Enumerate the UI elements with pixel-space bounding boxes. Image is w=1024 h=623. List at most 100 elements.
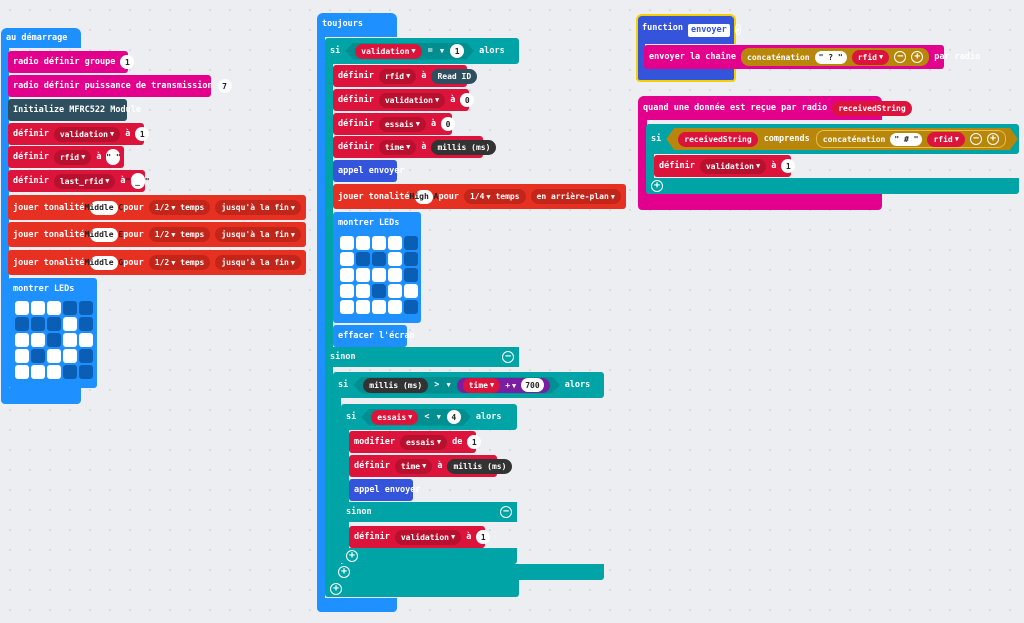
received-string-var[interactable]: receivedString <box>678 132 757 147</box>
if-validation-block[interactable]: si validation▼ = ▼ 1 alors <box>325 38 519 64</box>
clear-screen-block[interactable]: effacer l'écran <box>333 325 415 347</box>
radio-set-group-block[interactable]: radio définir groupe 1 <box>8 51 135 73</box>
led-off[interactable] <box>31 349 45 363</box>
var-dropdown[interactable]: validation▼ <box>53 126 121 142</box>
if-comprends-block[interactable]: si receivedString comprends concaténatio… <box>646 124 1024 154</box>
led-on[interactable] <box>31 365 45 379</box>
value-input[interactable]: 1 <box>450 44 464 58</box>
if-validation-footer[interactable]: + <box>325 580 519 597</box>
set-rfid-readid-block[interactable]: définir rfid▼ à Read ID <box>333 65 478 87</box>
beat-dropdown[interactable]: 1/2▼ temps <box>148 255 211 270</box>
remove-else-icon[interactable]: − <box>502 351 514 363</box>
value-input[interactable]: 0 <box>460 93 475 107</box>
string-input[interactable]: " _ " <box>125 173 150 189</box>
on-received-hat[interactable]: quand une donnée est reçue par radio rec… <box>638 96 912 120</box>
led-on[interactable] <box>340 236 354 250</box>
led-off[interactable] <box>15 317 29 331</box>
radio-set-power-block[interactable]: radio définir puissance de transmission … <box>8 75 232 97</box>
var-dropdown[interactable]: validation▼ <box>355 44 421 59</box>
add-else-icon[interactable]: + <box>338 566 350 578</box>
mode-dropdown[interactable]: jusqu'à la fin▼ <box>215 200 301 215</box>
else-row[interactable]: sinon − <box>341 502 517 522</box>
play-tone-c-block[interactable]: jouer tonalité Middle C pour 1/2▼ temps … <box>8 195 306 220</box>
operator-dropdown[interactable]: > ▼ <box>434 380 450 390</box>
value-input[interactable]: 1 <box>467 435 482 449</box>
plus-icon[interactable]: + <box>911 51 924 63</box>
set-rfid-block[interactable]: définir rfid▼ à " " <box>8 146 124 168</box>
var-dropdown[interactable]: time▼ <box>394 458 433 474</box>
if-essais-block[interactable]: si essais▼ < ▼ 4 alors <box>341 404 517 430</box>
add-else-icon[interactable]: + <box>346 550 358 562</box>
function-name-input[interactable]: envoyer <box>687 24 730 37</box>
led-off[interactable] <box>79 365 93 379</box>
var-dropdown[interactable]: rfid▼ <box>851 49 890 65</box>
value-input[interactable]: 0 <box>441 117 456 131</box>
mode-dropdown[interactable]: jusqu'à la fin▼ <box>215 255 301 270</box>
led-on[interactable] <box>63 333 77 347</box>
var-dropdown[interactable]: rfid▼ <box>53 149 92 165</box>
add-expression[interactable]: time▼ +▼ 700 <box>457 378 550 393</box>
if-essais-footer[interactable]: + <box>341 548 517 564</box>
led-on[interactable] <box>388 268 402 282</box>
remove-else-icon[interactable]: − <box>500 506 512 518</box>
led-off[interactable] <box>79 317 93 331</box>
led-off[interactable] <box>404 300 418 314</box>
led-on[interactable] <box>356 268 370 282</box>
led-off[interactable] <box>404 252 418 266</box>
received-string-param[interactable]: receivedString <box>832 100 912 116</box>
change-essais-block[interactable]: modifier essais▼ de 1 <box>349 431 482 453</box>
led-on[interactable] <box>47 365 61 379</box>
play-tone-g-block[interactable]: jouer tonalité Middle G pour 1/2▼ temps … <box>8 250 306 275</box>
radio-send-string-block[interactable]: envoyer la chaîne concaténation " ? " rf… <box>644 45 980 69</box>
led-off[interactable] <box>47 317 61 331</box>
chevron-up-icon[interactable]: ▲ <box>734 24 741 35</box>
function-hat[interactable]: function envoyer ▲ <box>636 14 741 44</box>
if-comprends-footer[interactable]: + <box>646 178 1019 194</box>
note-input[interactable]: Middle G <box>85 255 123 270</box>
value-input[interactable]: 1 <box>476 530 491 544</box>
beat-dropdown[interactable]: 1/4▼ temps <box>463 189 526 204</box>
forever-hat[interactable]: toujours <box>317 13 397 37</box>
string-input[interactable]: " " <box>106 149 121 165</box>
beat-dropdown[interactable]: 1/2▼ temps <box>148 227 211 242</box>
led-on[interactable] <box>388 236 402 250</box>
value-input[interactable]: 700 <box>521 378 543 392</box>
operator-dropdown[interactable]: < ▼ <box>424 412 440 422</box>
var-dropdown[interactable]: rfid▼ <box>378 68 417 84</box>
var-dropdown[interactable]: essais▼ <box>371 410 418 425</box>
led-on[interactable] <box>15 349 29 363</box>
var-dropdown[interactable]: rfid▼ <box>927 132 964 147</box>
var-dropdown[interactable]: time▼ <box>463 378 500 393</box>
read-id-reporter[interactable]: Read ID <box>431 68 478 84</box>
var-dropdown[interactable]: validation▼ <box>394 529 462 545</box>
led-off[interactable] <box>79 349 93 363</box>
set-time-block[interactable]: définir time▼ à millis (ms) <box>333 136 497 158</box>
set-validation-1-block[interactable]: définir validation▼ à 1 <box>654 155 796 177</box>
play-tone-high-a-block[interactable]: jouer tonalité High A pour 1/4▼ temps en… <box>333 184 626 209</box>
play-tone-e-block[interactable]: jouer tonalité Middle E pour 1/2▼ temps … <box>8 222 306 247</box>
led-off[interactable] <box>404 268 418 282</box>
radio-power-value[interactable]: 7 <box>217 79 232 93</box>
set-validation-1-block[interactable]: définir validation▼ à 1 <box>349 526 491 548</box>
led-on[interactable] <box>31 333 45 347</box>
var-dropdown[interactable]: essais▼ <box>378 116 426 132</box>
var-dropdown[interactable]: validation▼ <box>699 158 767 174</box>
operator-dropdown[interactable]: = ▼ <box>428 46 444 56</box>
call-envoyer-block[interactable]: appel envoyer <box>349 479 421 501</box>
led-on[interactable] <box>372 268 386 282</box>
led-on[interactable] <box>372 236 386 250</box>
else-row[interactable]: sinon − <box>325 347 519 367</box>
led-off[interactable] <box>372 252 386 266</box>
led-on[interactable] <box>388 300 402 314</box>
led-off[interactable] <box>31 317 45 331</box>
led-grid[interactable] <box>340 236 422 318</box>
led-on[interactable] <box>79 333 93 347</box>
led-on[interactable] <box>388 284 402 298</box>
millis-reporter[interactable]: millis (ms) <box>431 139 497 155</box>
led-off[interactable] <box>356 252 370 266</box>
call-envoyer-block[interactable]: appel envoyer <box>333 160 405 182</box>
join-reporter[interactable]: concaténation " ? " rfid▼ − + <box>741 48 930 66</box>
var-dropdown[interactable]: validation▼ <box>378 92 446 108</box>
compare-condition[interactable]: millis (ms) > ▼ time▼ +▼ 700 <box>353 377 559 394</box>
compare-condition[interactable]: validation▼ = ▼ 1 <box>345 43 474 60</box>
